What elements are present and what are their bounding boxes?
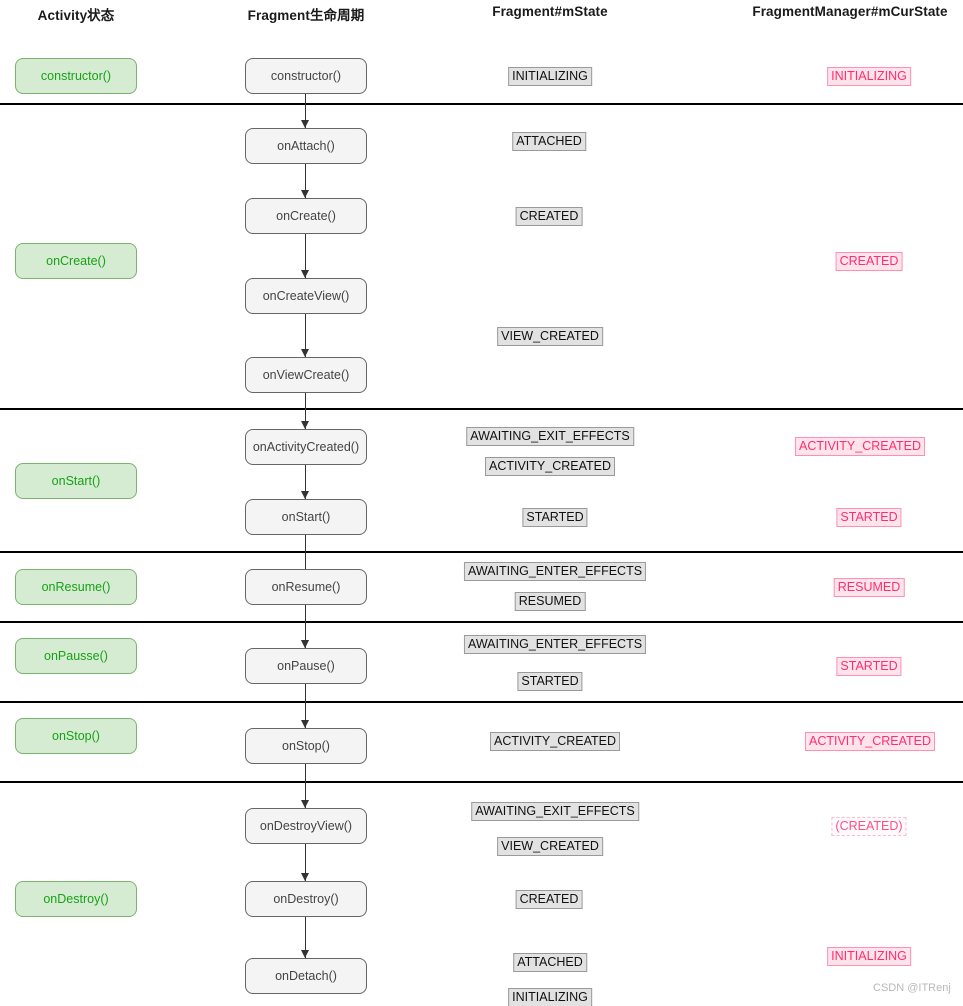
fragment-node-ondestroy[interactable]: onDestroy() [245,881,367,917]
node-label: onStop() [282,739,330,753]
flow-arrow-line [305,764,306,808]
mstate-chip-activity_created: ACTIVITY_CREATED [484,457,616,476]
flow-arrow-line [305,393,306,429]
flow-arrow-line [305,844,306,881]
fragment-node-ondetach[interactable]: onDetach() [245,958,367,994]
fragment-node-onstart[interactable]: onStart() [245,499,367,535]
activity-node-onstart[interactable]: onStart() [15,463,137,499]
curstate-chip-initializing: INITIALIZING [827,947,911,966]
flow-arrow-line [305,314,306,357]
flow-arrow-line [305,917,306,958]
mstate-chip-resumed: RESUMED [514,592,586,611]
flow-arrow-line [305,234,306,278]
node-label: onCreate() [46,254,106,268]
divider-line [0,621,963,623]
curstate-chip-created: (CREATED) [831,817,907,836]
activity-node-onresume[interactable]: onResume() [15,569,137,605]
fragment-node-oncreateview[interactable]: onCreateView() [245,278,367,314]
mstate-chip-awaiting_exit_effects: AWAITING_EXIT_EFFECTS [471,802,639,821]
node-label: constructor() [270,69,342,83]
node-label: onDetach() [275,969,337,983]
mstate-chip-attached: ATTACHED [512,132,586,151]
flow-arrowhead-icon [301,120,309,128]
node-label: onStop() [52,729,100,743]
node-label: constructor() [40,69,112,83]
mstate-chip-awaiting_exit_effects: AWAITING_EXIT_EFFECTS [466,427,634,446]
divider-line [0,408,963,410]
divider-line [0,781,963,783]
watermark: CSDN @ITRenj [873,982,951,994]
activity-node-onpausse[interactable]: onPausse() [15,638,137,674]
flow-arrow-line [305,684,306,728]
activity-node-ondestroy[interactable]: onDestroy() [15,881,137,917]
node-label: onViewCreate() [262,368,350,382]
flow-arrow-line [305,465,306,499]
mstate-chip-created: CREATED [515,890,583,909]
mstate-chip-initializing: INITIALIZING [508,67,592,86]
flow-arrowhead-icon [301,640,309,648]
activity-node-oncreate[interactable]: onCreate() [15,243,137,279]
node-label: onResume() [271,580,341,594]
mstate-chip-activity_created: ACTIVITY_CREATED [489,732,621,751]
curstate-chip-resumed: RESUMED [833,578,905,597]
mstate-chip-awaiting_enter_effects: AWAITING_ENTER_EFFECTS [463,635,647,654]
node-label: onStart() [281,510,331,524]
fragment-node-onstop[interactable]: onStop() [245,728,367,764]
mstate-chip-attached: ATTACHED [513,953,587,972]
mstate-chip-created: CREATED [515,207,583,226]
flow-arrowhead-icon [301,190,309,198]
node-label: onAttach() [277,139,335,153]
fragment-node-ondestroyview[interactable]: onDestroyView() [245,808,367,844]
flow-arrow-line [305,164,306,198]
node-label: onActivityCreated() [252,440,360,454]
curstate-chip-created: CREATED [835,252,903,271]
curstate-chip-started: STARTED [836,508,902,527]
flow-arrowhead-icon [301,873,309,881]
mstate-chip-started: STARTED [522,508,588,527]
flow-arrowhead-icon [301,720,309,728]
curstate-chip-initializing: INITIALIZING [827,67,911,86]
fragment-node-onresume[interactable]: onResume() [245,569,367,605]
column-header-2: Fragment#mState [492,4,608,19]
divider-line [0,701,963,703]
mstate-chip-view_created: VIEW_CREATED [497,837,603,856]
flow-arrowhead-icon [301,800,309,808]
node-label: onDestroy() [273,892,339,906]
mstate-chip-awaiting_enter_effects: AWAITING_ENTER_EFFECTS [463,562,647,581]
flow-arrowhead-icon [301,421,309,429]
fragment-node-onattach[interactable]: onAttach() [245,128,367,164]
node-label: onCreate() [276,209,336,223]
curstate-chip-activity_created: ACTIVITY_CREATED [804,732,936,751]
column-header-3: FragmentManager#mCurState [752,4,948,19]
divider-line [0,551,963,553]
node-label: onDestroy() [43,892,109,906]
fragment-node-oncreate[interactable]: onCreate() [245,198,367,234]
flow-arrowhead-icon [301,349,309,357]
fragment-node-onpause[interactable]: onPause() [245,648,367,684]
flow-arrowhead-icon [301,270,309,278]
node-label: onPausse() [44,649,108,663]
flow-arrowhead-icon [301,950,309,958]
fragment-node-onactivitycreated[interactable]: onActivityCreated() [245,429,367,465]
flow-arrow-line [305,605,306,648]
mstate-chip-view_created: VIEW_CREATED [497,327,603,346]
flow-arrowhead-icon [301,491,309,499]
node-label: onResume() [41,580,111,594]
mstate-chip-initializing: INITIALIZING [508,988,592,1006]
column-header-0: Activity状态 [37,8,115,23]
activity-node-onstop[interactable]: onStop() [15,718,137,754]
activity-node-constructor[interactable]: constructor() [15,58,137,94]
node-label: onPause() [277,659,335,673]
column-header-1: Fragment生命周期 [247,8,365,23]
mstate-chip-started: STARTED [517,672,583,691]
node-label: onStart() [51,474,101,488]
node-label: onDestroyView() [259,819,353,833]
curstate-chip-activity_created: ACTIVITY_CREATED [794,437,926,456]
fragment-node-onviewcreate[interactable]: onViewCreate() [245,357,367,393]
flow-arrow-line [305,94,306,128]
node-label: onCreateView() [262,289,350,303]
fragment-node-constructor[interactable]: constructor() [245,58,367,94]
curstate-chip-started: STARTED [836,657,902,676]
divider-line [0,103,963,105]
